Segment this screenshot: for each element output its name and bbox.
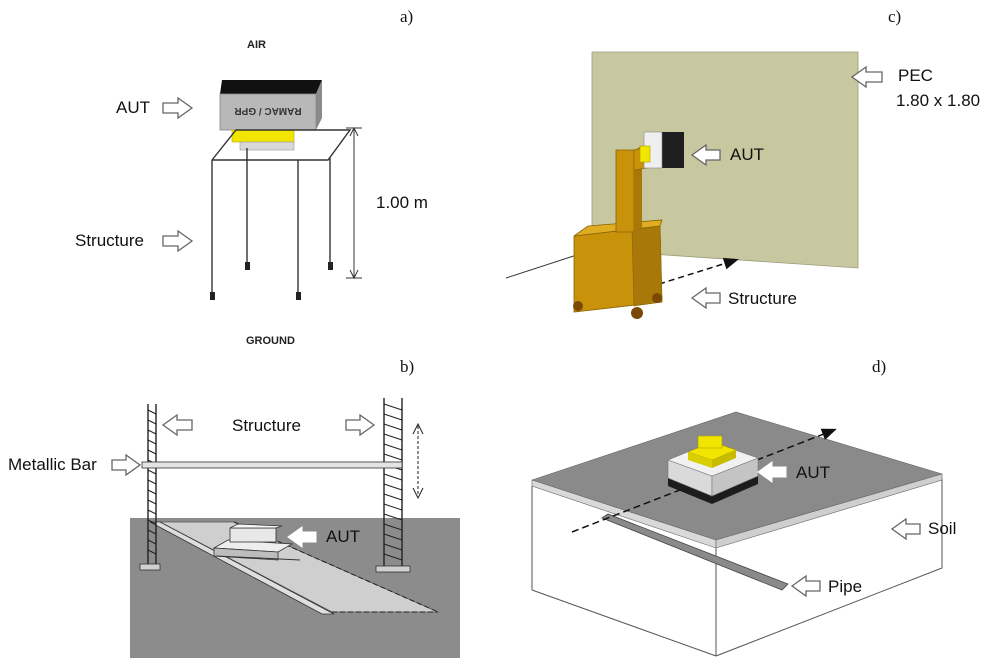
air-label: AIR — [247, 39, 266, 51]
trajectory-arrow-c — [639, 257, 739, 291]
panel-d-tag: d) — [872, 357, 886, 376]
vertical-motion-arrow — [412, 422, 424, 500]
ladder-right — [375, 398, 411, 573]
soil-arrow — [890, 517, 921, 541]
ladder-left — [139, 404, 161, 571]
panel-b: b) — [8, 357, 460, 658]
pipe-label: Pipe — [828, 577, 862, 596]
panel-a-tag: a) — [400, 7, 413, 26]
aut-arrow-b — [287, 526, 317, 548]
aut-label-c: AUT — [730, 145, 764, 164]
panel-c: c) PEC 1.80 x 1.80 AUT Structure — [505, 7, 980, 319]
soil-label: Soil — [928, 519, 956, 538]
ground-label: GROUND — [246, 335, 295, 347]
soil-top-edge-right — [715, 473, 943, 549]
support-structure — [210, 129, 352, 300]
structure-arrow-b-right — [345, 413, 376, 437]
aut-label-d: AUT — [796, 463, 830, 482]
height-dimension — [346, 126, 362, 280]
structure-arrow-b-left — [161, 413, 193, 437]
soil-box — [531, 478, 943, 657]
pec-label: PEC — [898, 66, 933, 85]
aut-arrow-d — [757, 461, 787, 483]
pipe-arrow — [790, 574, 821, 598]
pec-arrow — [850, 65, 883, 89]
trajectory-arrow-d — [571, 428, 837, 533]
panel-a: a) AIR GROUND RAMAC / GPR — [75, 7, 428, 347]
height-label: 1.00 m — [376, 193, 428, 212]
structure-label-b: Structure — [232, 416, 301, 435]
aut-arrow-c — [690, 143, 721, 167]
pec-size-label: 1.80 x 1.80 — [896, 91, 980, 110]
panel-d: d) AUT Soil — [531, 357, 956, 657]
aut-label-b: AUT — [326, 527, 360, 546]
gpr-device: RAMAC / GPR — [219, 80, 322, 151]
bar-arrow — [111, 453, 142, 477]
robot — [573, 131, 684, 319]
structure-label-a: Structure — [75, 231, 144, 250]
cart — [212, 523, 301, 561]
panel-c-tag: c) — [888, 7, 901, 26]
panel-b-tag: b) — [400, 357, 414, 376]
metallic-bar — [141, 461, 403, 469]
pec-plane — [591, 51, 859, 269]
aut-label-a: AUT — [116, 98, 150, 117]
structure-arrow-c — [690, 286, 721, 310]
bar-label: Metallic Bar — [8, 455, 97, 474]
structure-arrow-a — [162, 229, 194, 253]
antenna-d — [667, 435, 759, 504]
device-text: RAMAC / GPR — [234, 105, 302, 116]
aut-arrow-a — [162, 96, 194, 120]
pipe — [601, 513, 789, 591]
structure-label-c: Structure — [728, 289, 797, 308]
